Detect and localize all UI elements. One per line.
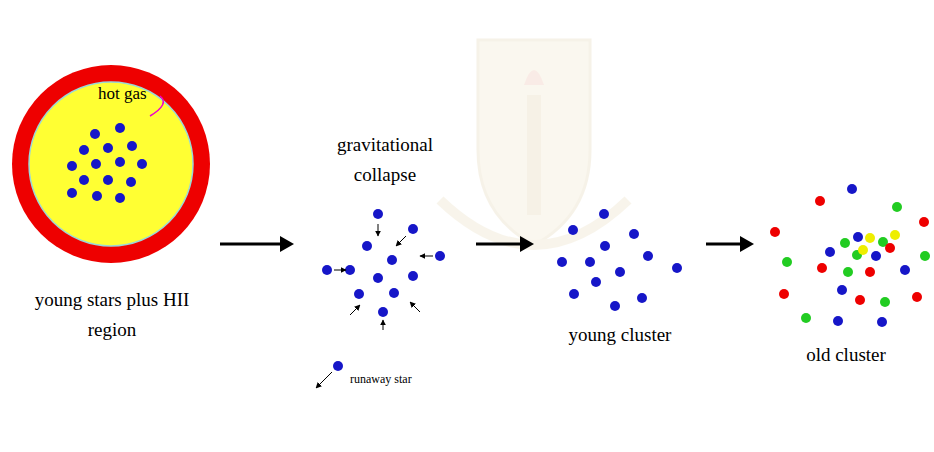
cluster-stage: young cluster	[540, 200, 700, 352]
old-cluster-stars	[770, 184, 930, 327]
hot-gas-leader	[150, 96, 163, 116]
young-stars	[67, 123, 147, 203]
cluster-stage: young stars plus HII region	[10, 62, 214, 345]
cluster-stage: old cluster	[760, 180, 932, 370]
callout-label: runaway star	[350, 372, 412, 387]
runaway-arrow	[316, 372, 332, 388]
young-cluster-stars	[557, 209, 682, 311]
watermark-emblem	[440, 40, 628, 245]
stage-arrow	[220, 236, 294, 252]
stage-label: gravitational collapse	[315, 130, 455, 190]
region-label: hot gas	[98, 84, 147, 104]
collapsing-stars	[322, 209, 445, 371]
stage-label: young cluster	[545, 320, 695, 350]
collapse-arrows	[334, 224, 433, 330]
hot-gas-shell	[12, 65, 210, 263]
stage-label: young stars plus HII region	[30, 285, 195, 345]
stage-label: old cluster	[776, 340, 916, 370]
stage-arrow	[476, 236, 534, 252]
hii-region	[29, 82, 193, 246]
cluster-stage: gravitational collapse	[300, 130, 470, 330]
stage-arrow	[706, 236, 754, 252]
